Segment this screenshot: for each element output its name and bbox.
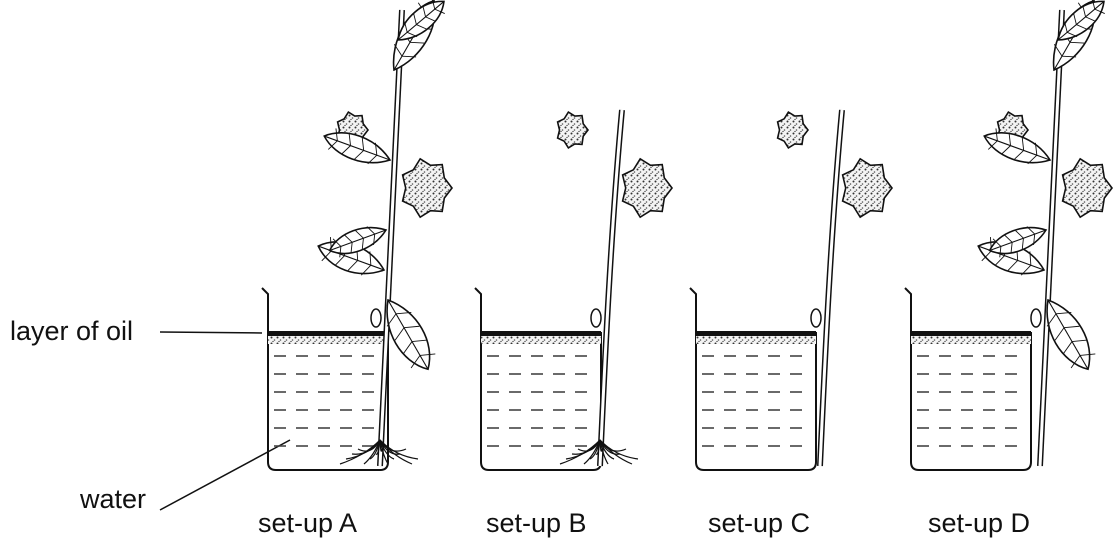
setup-label: set-up B [486, 508, 587, 538]
beaker [475, 288, 601, 470]
flower [843, 159, 892, 217]
beaker [262, 288, 388, 470]
oil-film [696, 336, 816, 344]
bud [811, 309, 821, 327]
flower [403, 159, 452, 217]
water-label: water [79, 484, 146, 514]
oil-layer-pointer [160, 332, 262, 333]
oil-layer [911, 331, 1031, 336]
stem-core [1040, 10, 1062, 466]
oil-layer [481, 331, 601, 336]
flower [778, 112, 808, 148]
water [274, 356, 374, 446]
water [917, 356, 1017, 446]
oil-layer-label: layer of oil [10, 316, 133, 346]
setup-d: set-up D [905, 0, 1112, 538]
setup-label: set-up C [708, 508, 810, 538]
water [702, 356, 802, 446]
flower [1063, 159, 1112, 217]
bud [591, 309, 601, 327]
oil-film [268, 336, 388, 344]
bud [1031, 309, 1041, 327]
oil-layer [696, 331, 816, 336]
setup-c: set-up C [690, 110, 892, 538]
setup-label: set-up A [258, 508, 357, 538]
oil-film [481, 336, 601, 344]
beaker [690, 288, 816, 470]
water-pointer [160, 440, 290, 510]
flower [623, 159, 672, 217]
water [487, 356, 587, 446]
setup-label: set-up D [928, 508, 1030, 538]
setup-b: set-up B [475, 110, 672, 538]
flower [558, 112, 588, 148]
bud [371, 309, 381, 327]
beaker [905, 288, 1031, 470]
setup-a: set-up A [258, 0, 452, 538]
setups-layer: set-up A set-up B set-up C set-up D [258, 0, 1112, 538]
oil-layer [268, 331, 388, 336]
stem-core [380, 10, 402, 466]
oil-film [911, 336, 1031, 344]
